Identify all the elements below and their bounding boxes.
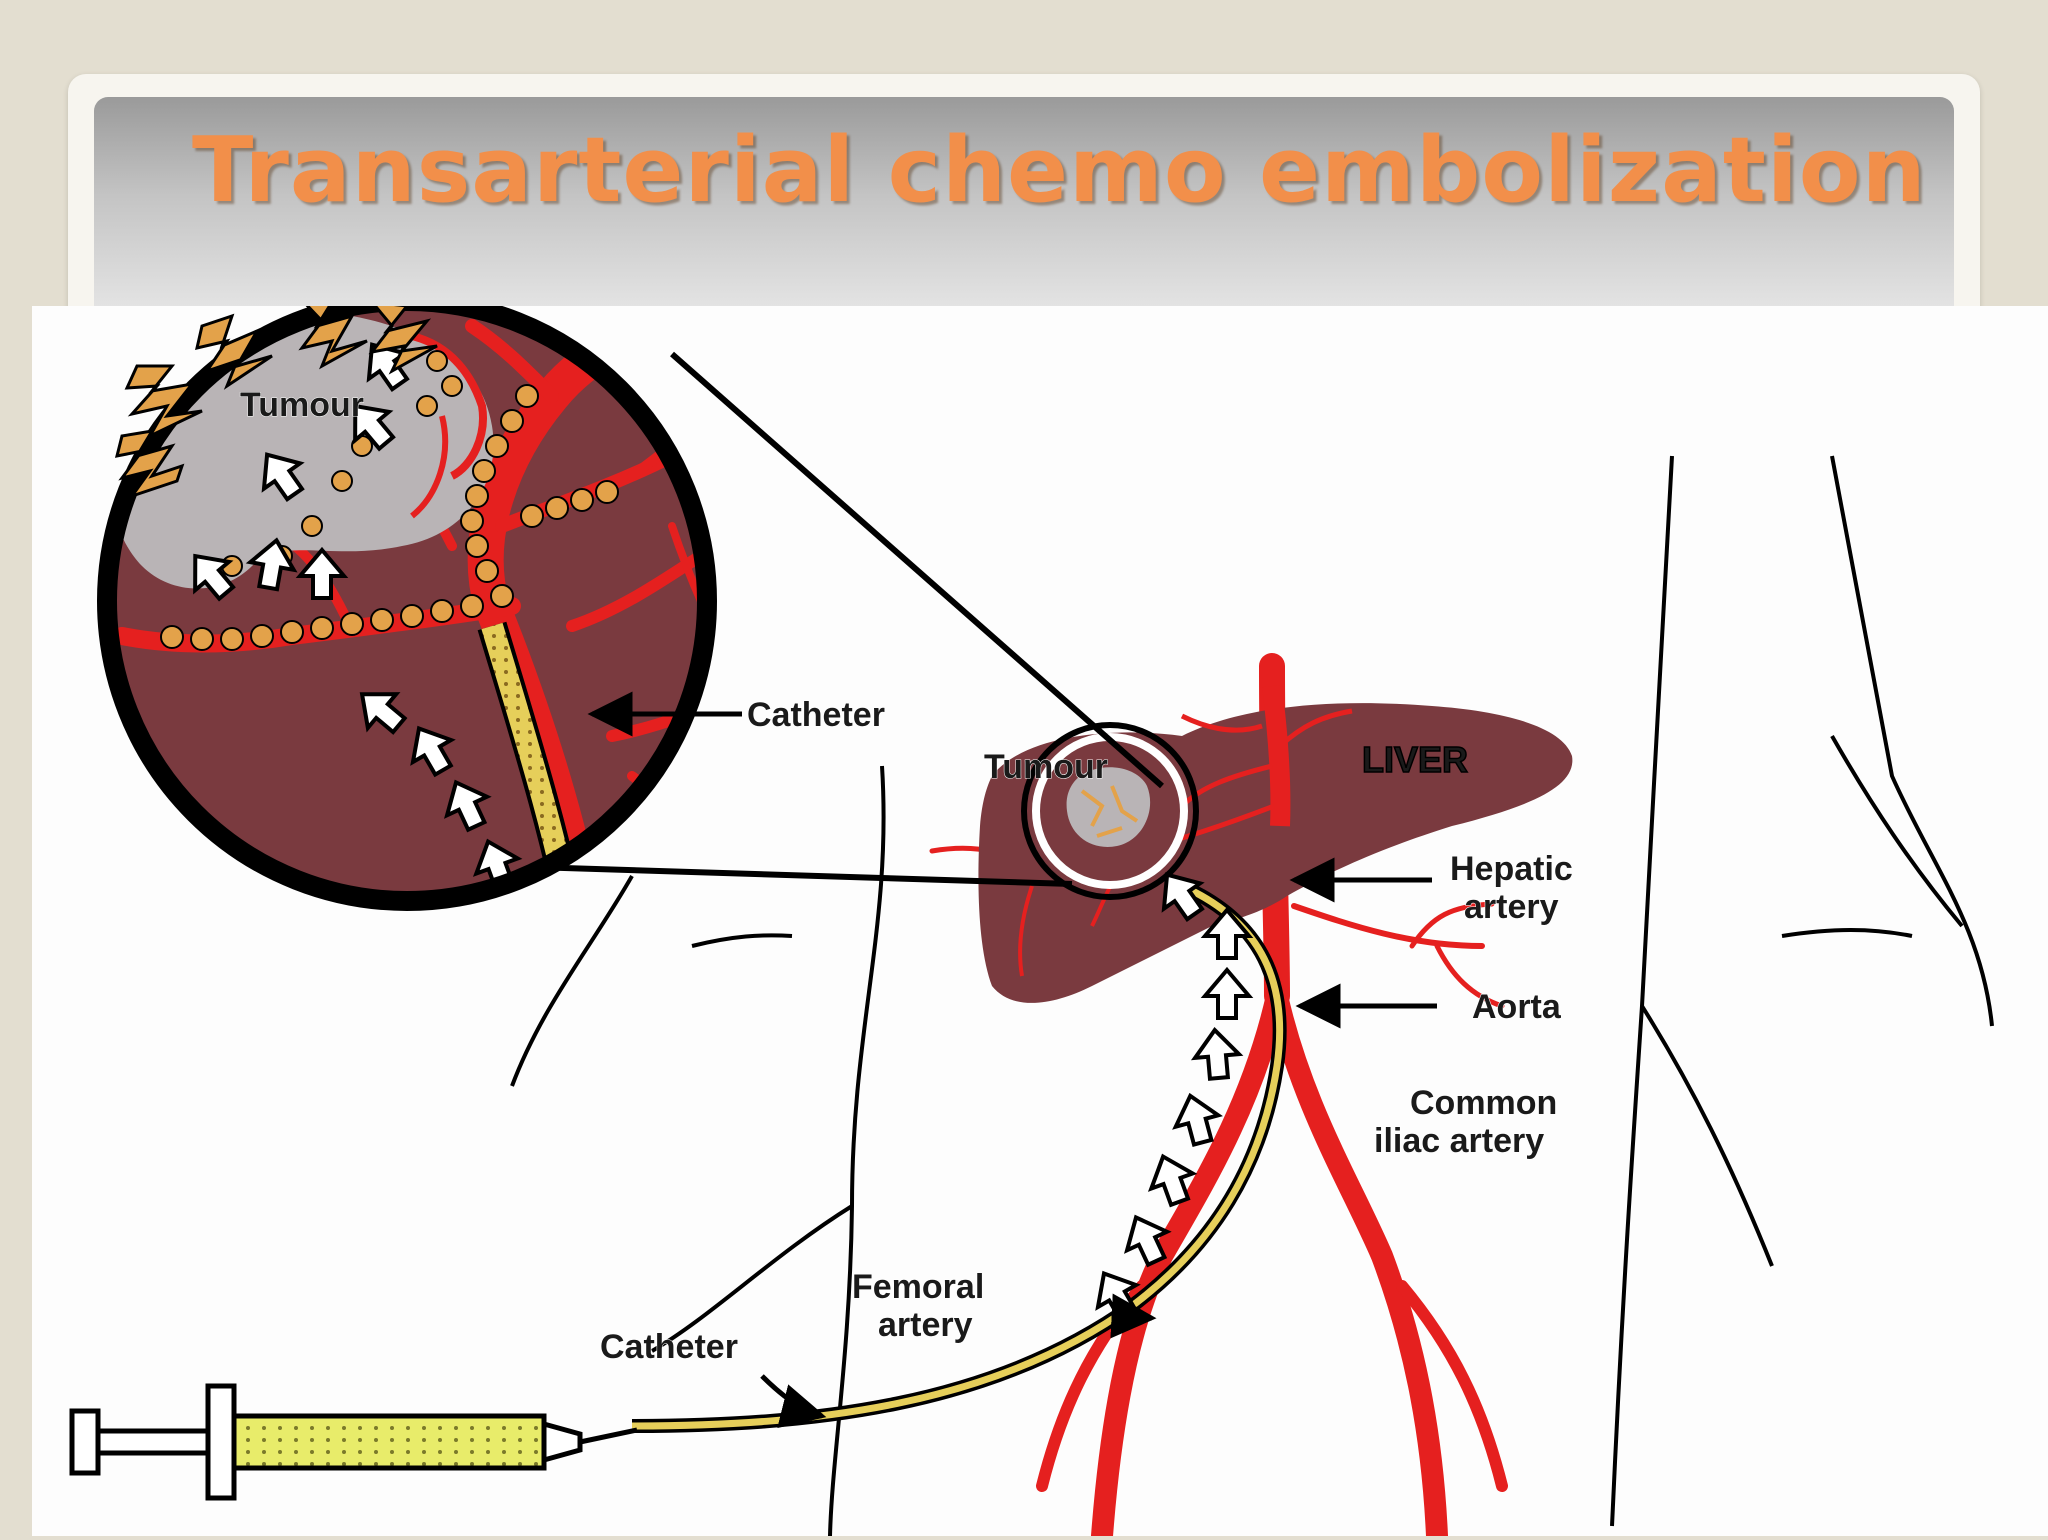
- common-iliac-label-2: iliac artery: [1374, 1122, 1544, 1160]
- hepatic-artery-label-2: artery: [1464, 888, 1559, 926]
- femoral-artery-label-2: artery: [878, 1306, 973, 1344]
- liver-tumour-label: Tumour: [984, 748, 1108, 786]
- common-iliac-label-1: Common: [1410, 1084, 1557, 1122]
- syringe: [69, 1383, 638, 1501]
- zoom-connectors: [501, 351, 1164, 887]
- pointer-arrows: [587, 691, 1437, 1428]
- liver-label: LIVER: [1362, 739, 1468, 780]
- zoom-tumour-label: Tumour: [240, 386, 364, 424]
- body-catheter-pointer: [760, 1374, 827, 1428]
- tace-diagram-svg: Tumour Catheter Tumour LIVER Hepatic art…: [69, 291, 1994, 1540]
- hepatic-artery-label-1: Hepatic: [1450, 850, 1573, 888]
- femoral-artery-pointer: [1110, 1293, 1157, 1339]
- title-bar: [94, 97, 1954, 317]
- body-outline: [510, 455, 1994, 1537]
- slide-title: Transarterial chemo embolization: [192, 118, 1927, 223]
- tace-diagram: Tumour Catheter Tumour LIVER Hepatic art…: [32, 291, 2048, 1540]
- aorta-label: Aorta: [1472, 988, 1562, 1026]
- catheter-label: Catheter: [600, 1328, 738, 1366]
- zoom-catheter-label: Catheter: [747, 696, 885, 734]
- catheter-body: [631, 879, 1287, 1433]
- femoral-artery-label-1: Femoral: [852, 1268, 984, 1306]
- zoom-view: [97, 291, 717, 911]
